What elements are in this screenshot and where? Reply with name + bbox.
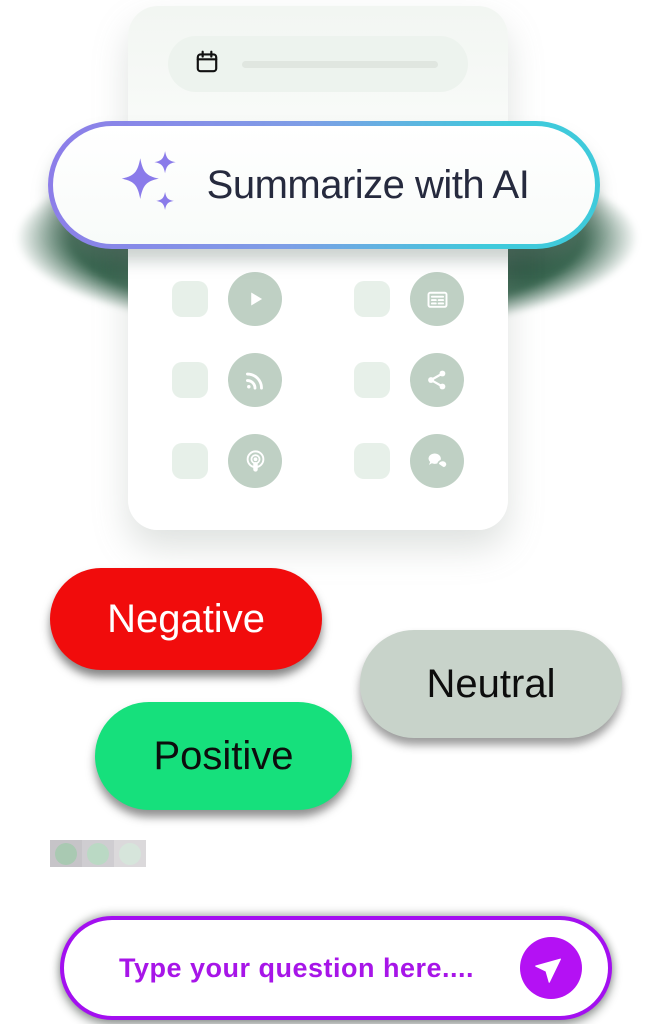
send-icon <box>535 953 565 984</box>
send-button[interactable] <box>520 937 582 999</box>
media-icon-grid <box>172 272 464 488</box>
icon-group <box>172 434 282 488</box>
icon-row <box>172 353 464 407</box>
placeholder-tile <box>354 281 390 317</box>
color-swatch-strip <box>50 840 146 867</box>
podcast-icon[interactable] <box>228 434 282 488</box>
placeholder-tile <box>172 281 208 317</box>
sentiment-tag-label: Negative <box>107 596 265 641</box>
skeleton-text-line <box>242 60 438 68</box>
sentiment-tag-positive[interactable]: Positive <box>95 702 352 810</box>
placeholder-tile <box>172 362 208 398</box>
icon-row <box>172 434 464 488</box>
sentiment-tag-label: Neutral <box>426 661 556 706</box>
color-swatch <box>114 840 146 867</box>
news-icon[interactable] <box>410 272 464 326</box>
summarize-ai-button[interactable]: Summarize with AI <box>48 121 600 249</box>
icon-group <box>172 353 282 407</box>
play-icon[interactable] <box>228 272 282 326</box>
icon-row <box>172 272 464 326</box>
icon-group <box>172 272 282 326</box>
sentiment-tag-negative[interactable]: Negative <box>50 568 322 670</box>
date-search-bar[interactable] <box>168 36 468 92</box>
sparkles-icon <box>119 149 181 222</box>
placeholder-tile <box>354 362 390 398</box>
calendar-icon <box>194 49 220 80</box>
placeholder-tile <box>172 443 208 479</box>
sentiment-tag-label: Positive <box>153 733 294 778</box>
chat-input-placeholder: Type your question here.... <box>119 952 475 983</box>
chat-input-bar[interactable]: Type your question here.... <box>60 916 612 1020</box>
top-app-card <box>128 6 508 530</box>
placeholder-tile <box>354 443 390 479</box>
color-swatch <box>50 840 82 867</box>
rss-icon[interactable] <box>228 353 282 407</box>
summarize-ai-button-inner: Summarize with AI <box>53 126 595 244</box>
chat-icon[interactable] <box>410 434 464 488</box>
summarize-ai-label: Summarize with AI <box>206 162 530 207</box>
icon-group <box>354 434 464 488</box>
icon-group <box>354 272 464 326</box>
icon-group <box>354 353 464 407</box>
color-swatch <box>82 840 114 867</box>
sentiment-tag-neutral[interactable]: Neutral <box>360 630 622 738</box>
share-icon[interactable] <box>410 353 464 407</box>
